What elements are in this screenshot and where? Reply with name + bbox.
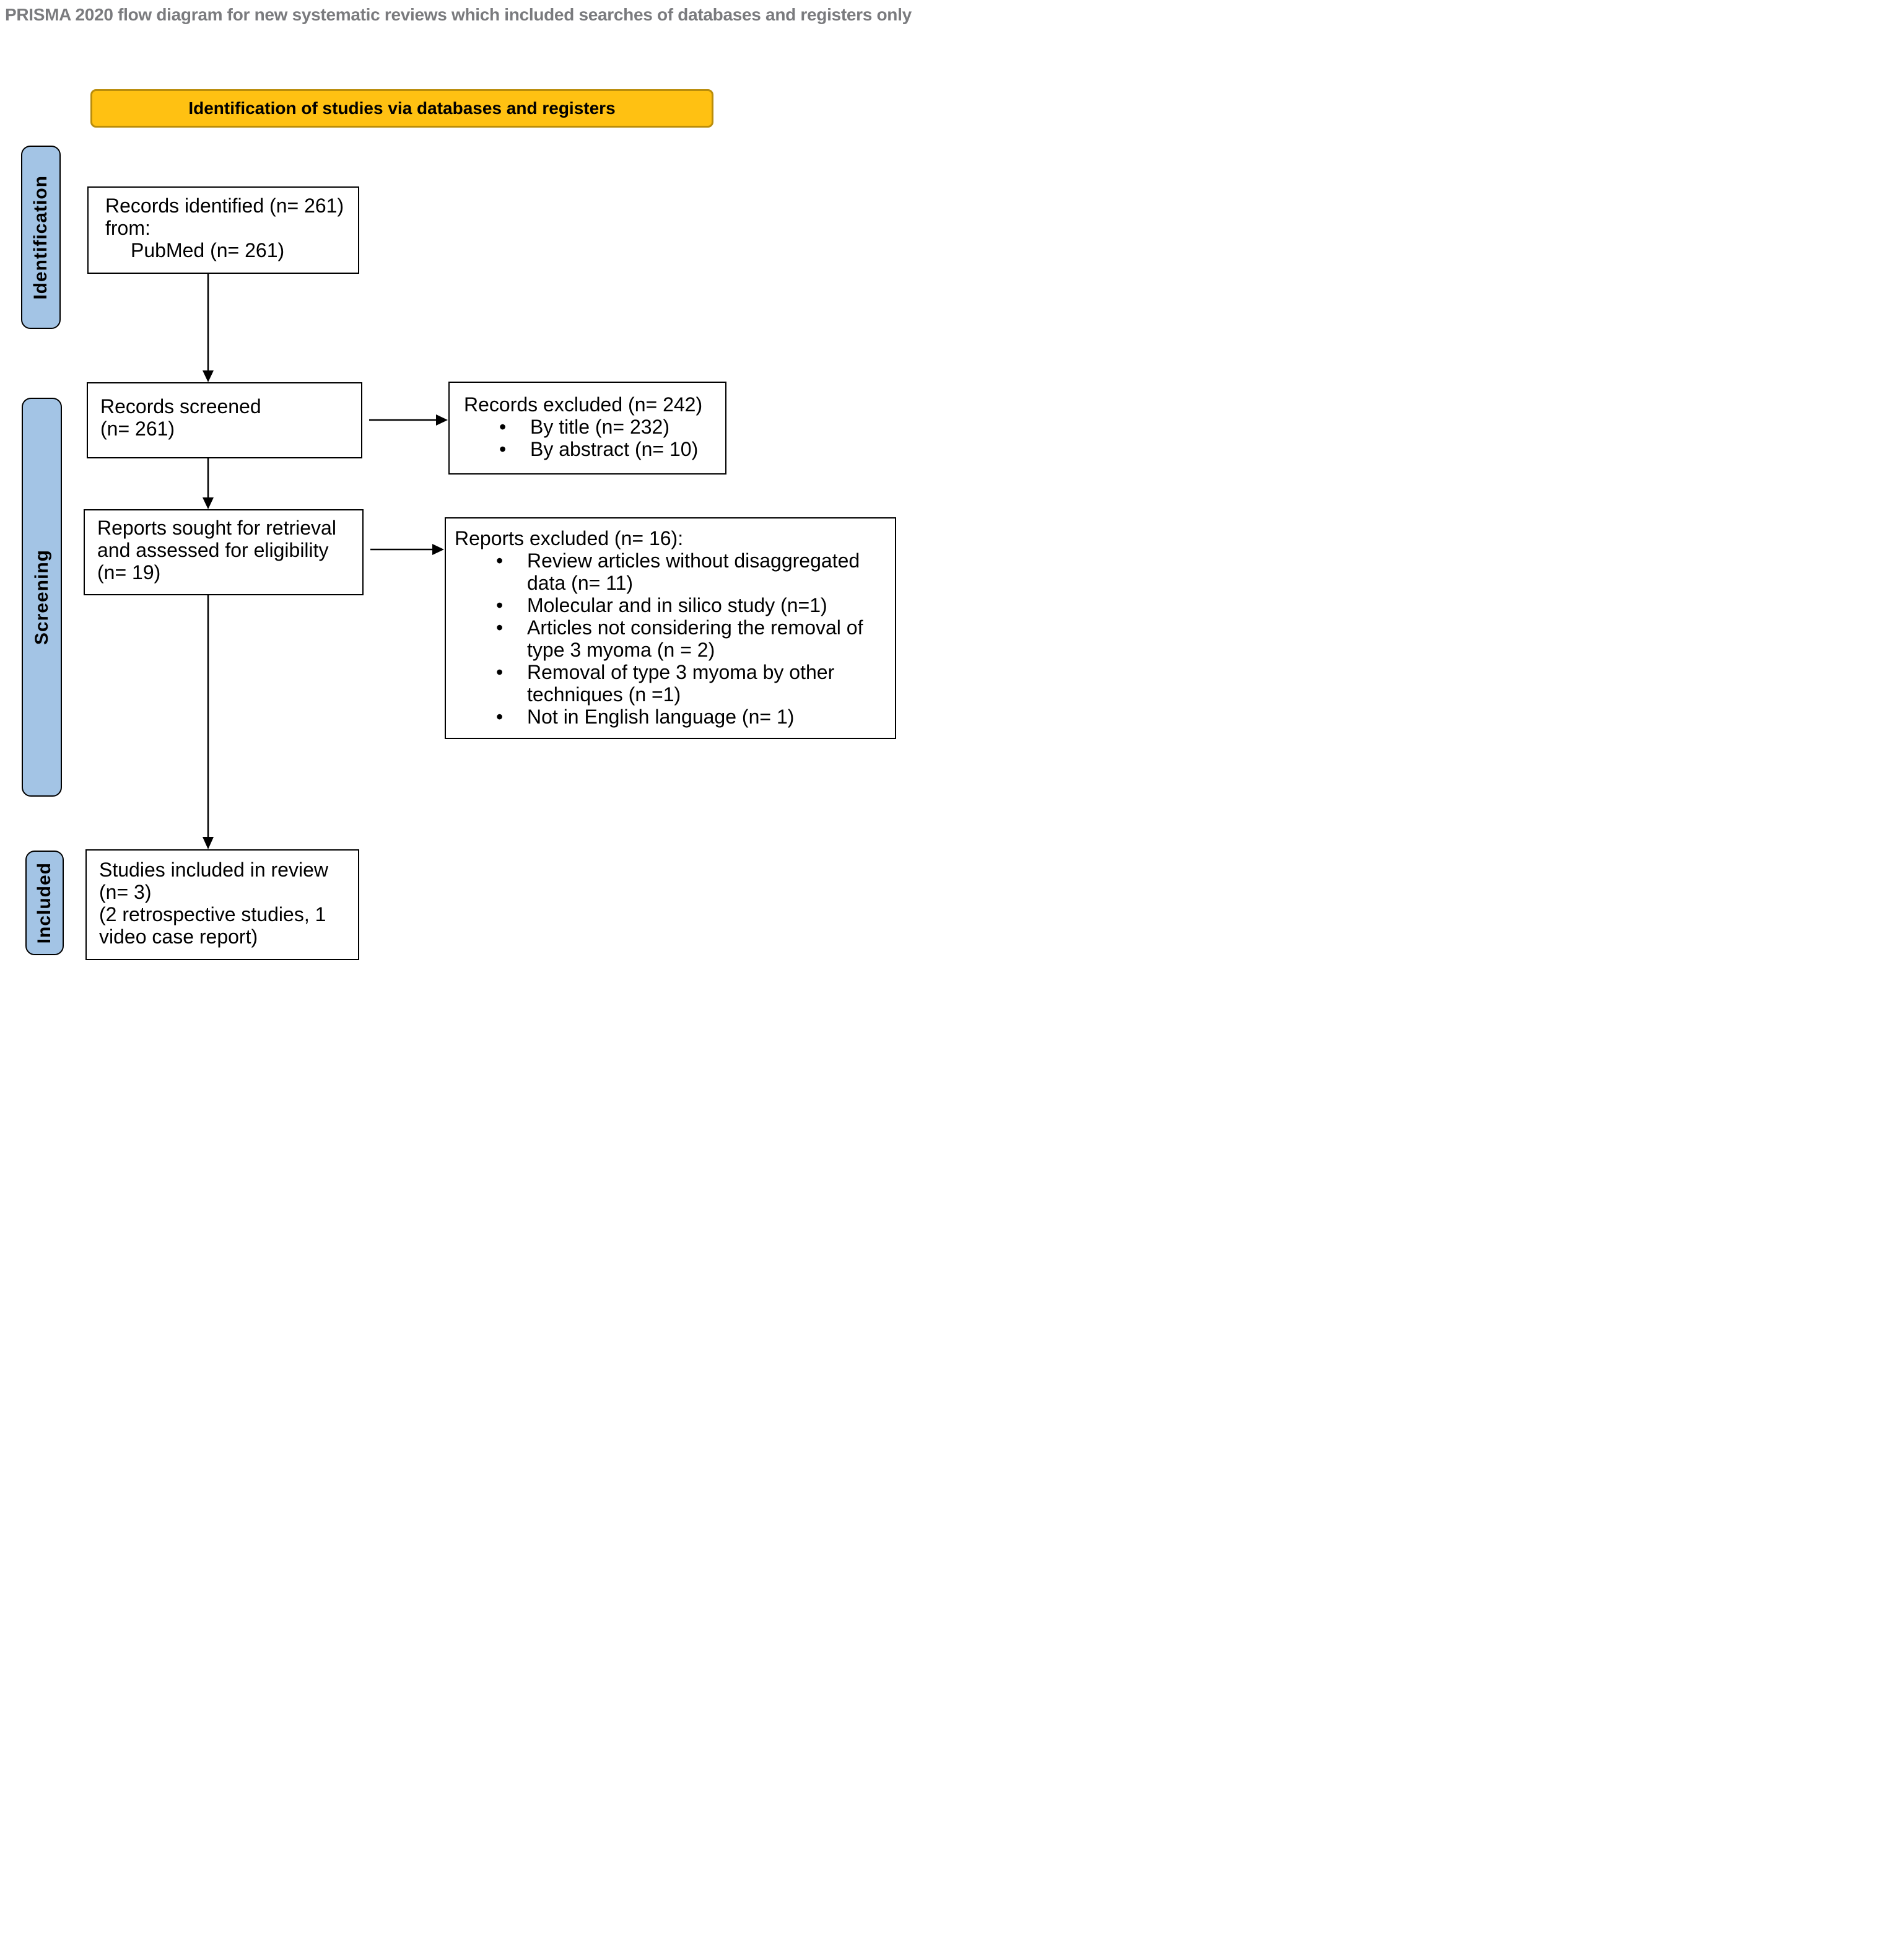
reports-excluded-title: Reports excluded (n= 16): [455,527,684,549]
box-studies-included: Studies included in review (n= 3) (2 ret… [85,849,359,960]
reports-excluded-bullet-list: Review articles without disaggregated da… [455,549,889,728]
box-records-screened: Records screened (n= 261) [87,382,362,458]
stage-label-included: Included [25,851,64,955]
reports-sought-line: Reports sought for retrieval [97,517,336,539]
records-identified-line: PubMed (n= 261) [131,239,285,261]
records-screened-line: (n= 261) [100,418,175,440]
box-reports-sought: Reports sought for retrieval and assesse… [84,509,364,595]
down-arrow-sought-to-included-icon [203,595,214,849]
studies-included-line: (n= 3) [99,881,152,903]
box-reports-excluded: Reports excluded (n= 16): Review article… [445,517,896,739]
records-excluded-bullet-list: By title (n= 232) By abstract (n= 10) [464,416,720,460]
records-identified-line: Records identified (n= 261) [105,195,344,217]
bullet-item: By abstract (n= 10) [499,438,720,460]
bullet-item: Not in English language (n= 1) [496,706,889,728]
bullet-item: By title (n= 232) [499,416,720,438]
prisma-flow-diagram: PRISMA 2020 flow diagram for new systema… [0,0,942,980]
stage-label-screening: Screening [22,398,62,797]
bullet-item: Review articles without disaggregated da… [496,549,889,594]
records-excluded-title: Records excluded (n= 242) [464,393,703,416]
down-arrow-screened-to-sought-icon [203,458,214,509]
reports-sought-line: and assessed for eligibility [97,539,329,561]
box-records-identified: Records identified (n= 261) from: PubMed… [87,186,359,274]
right-arrow-sought-to-excluded-icon [370,544,444,555]
studies-included-line: (2 retrospective studies, 1 [99,903,326,925]
box-records-excluded: Records excluded (n= 242) By title (n= 2… [448,382,726,475]
records-screened-line: Records screened [100,395,261,418]
records-identified-line: from: [105,217,150,239]
page-title: PRISMA 2020 flow diagram for new systema… [5,5,912,24]
studies-included-line: video case report) [99,925,258,948]
bullet-item: Molecular and in silico study (n=1) [496,594,889,616]
band-header-label: Identification of studies via databases … [188,98,616,118]
stage-label-identification: Identification [21,146,61,329]
right-arrow-screened-to-excluded-icon [369,414,448,426]
bullet-item: Removal of type 3 myoma by other techniq… [496,661,889,706]
studies-included-line: Studies included in review [99,859,328,881]
identification-band-header: Identification of studies via databases … [90,89,713,128]
flow-arrows [203,274,448,849]
reports-sought-line: (n= 19) [97,561,161,584]
down-arrow-identified-to-screened-icon [203,274,214,382]
bullet-item: Articles not considering the removal of … [496,616,889,661]
